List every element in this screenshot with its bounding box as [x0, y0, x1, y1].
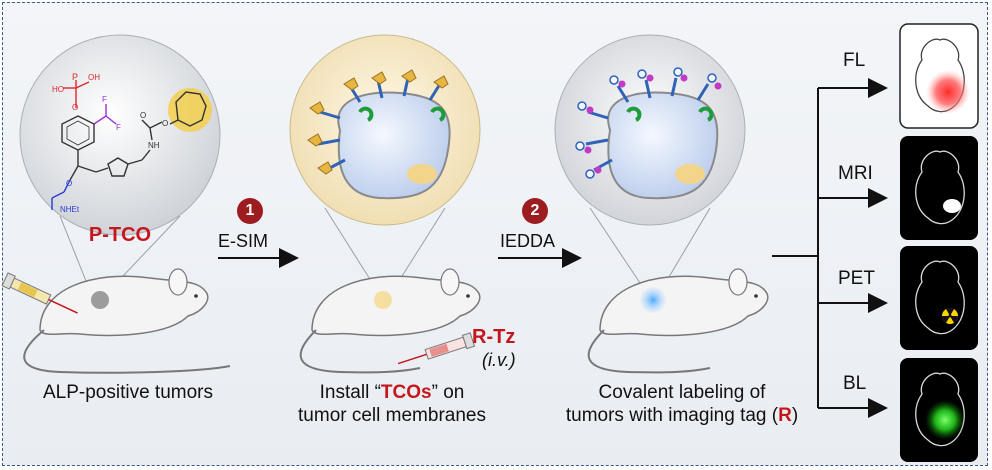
reagent-name: R-Tz: [472, 326, 516, 348]
atom-p: P: [72, 72, 78, 82]
caption-covalent-post: ): [791, 405, 799, 426]
caption-covalent-line1: Covalent labeling of: [598, 382, 766, 403]
tco-cell-circle: [289, 34, 481, 226]
atom-nh: NH: [148, 141, 160, 150]
atom-f1: F: [102, 95, 107, 104]
fl-image: [899, 23, 979, 129]
mouse-labeled: [587, 268, 769, 374]
step-1-badge: 1: [237, 198, 263, 224]
modality-fl: FL: [843, 50, 866, 71]
atom-oh: OH: [88, 73, 100, 82]
atom-f2: F: [116, 123, 121, 132]
caption-install-pre: Install “: [319, 382, 381, 403]
atom-o-phosphate: O: [72, 103, 78, 112]
caption-tumors: ALP-positive tumors: [42, 382, 213, 403]
probe-structure-circle: HO P OH O F F: [19, 34, 221, 236]
atom-ho: HO: [52, 85, 64, 94]
step-1-label: E-SIM: [218, 231, 269, 251]
pet-image: [900, 246, 978, 350]
labeled-cell-circle: [554, 34, 746, 226]
modality-pet: PET: [838, 268, 875, 289]
caption-install-line2: tumor cell membranes: [298, 405, 486, 426]
mouse-tumors: [1, 268, 231, 374]
modality-bl: BL: [843, 373, 867, 394]
mouse-tco: [299, 268, 481, 374]
caption-install: Install “TCOs” on: [277, 381, 507, 404]
atom-o-carbonyl: O: [140, 111, 146, 120]
branch-arrows: [772, 78, 888, 418]
modality-mri: MRI: [838, 163, 873, 184]
step-2-badge: 2: [522, 198, 548, 224]
atom-o-ethyl: O: [66, 179, 72, 188]
bl-image: [900, 358, 978, 462]
caption-covalent-pre: tumors with imaging tag (: [565, 405, 779, 426]
atom-nhet: NHEt: [60, 205, 80, 214]
caption-install-tcos: TCOs: [380, 382, 432, 403]
mri-image: [900, 136, 978, 240]
probe-name: P-TCO: [89, 224, 151, 246]
caption-covalent-line2: tumors with imaging tag (R): [547, 404, 817, 427]
atom-o-link: O: [162, 119, 168, 128]
caption-install-post: ” on: [431, 382, 465, 403]
step-2-label: IEDDA: [500, 231, 556, 251]
caption-covalent-r: R: [778, 405, 792, 426]
reagent-route: (i.v.): [482, 350, 516, 370]
